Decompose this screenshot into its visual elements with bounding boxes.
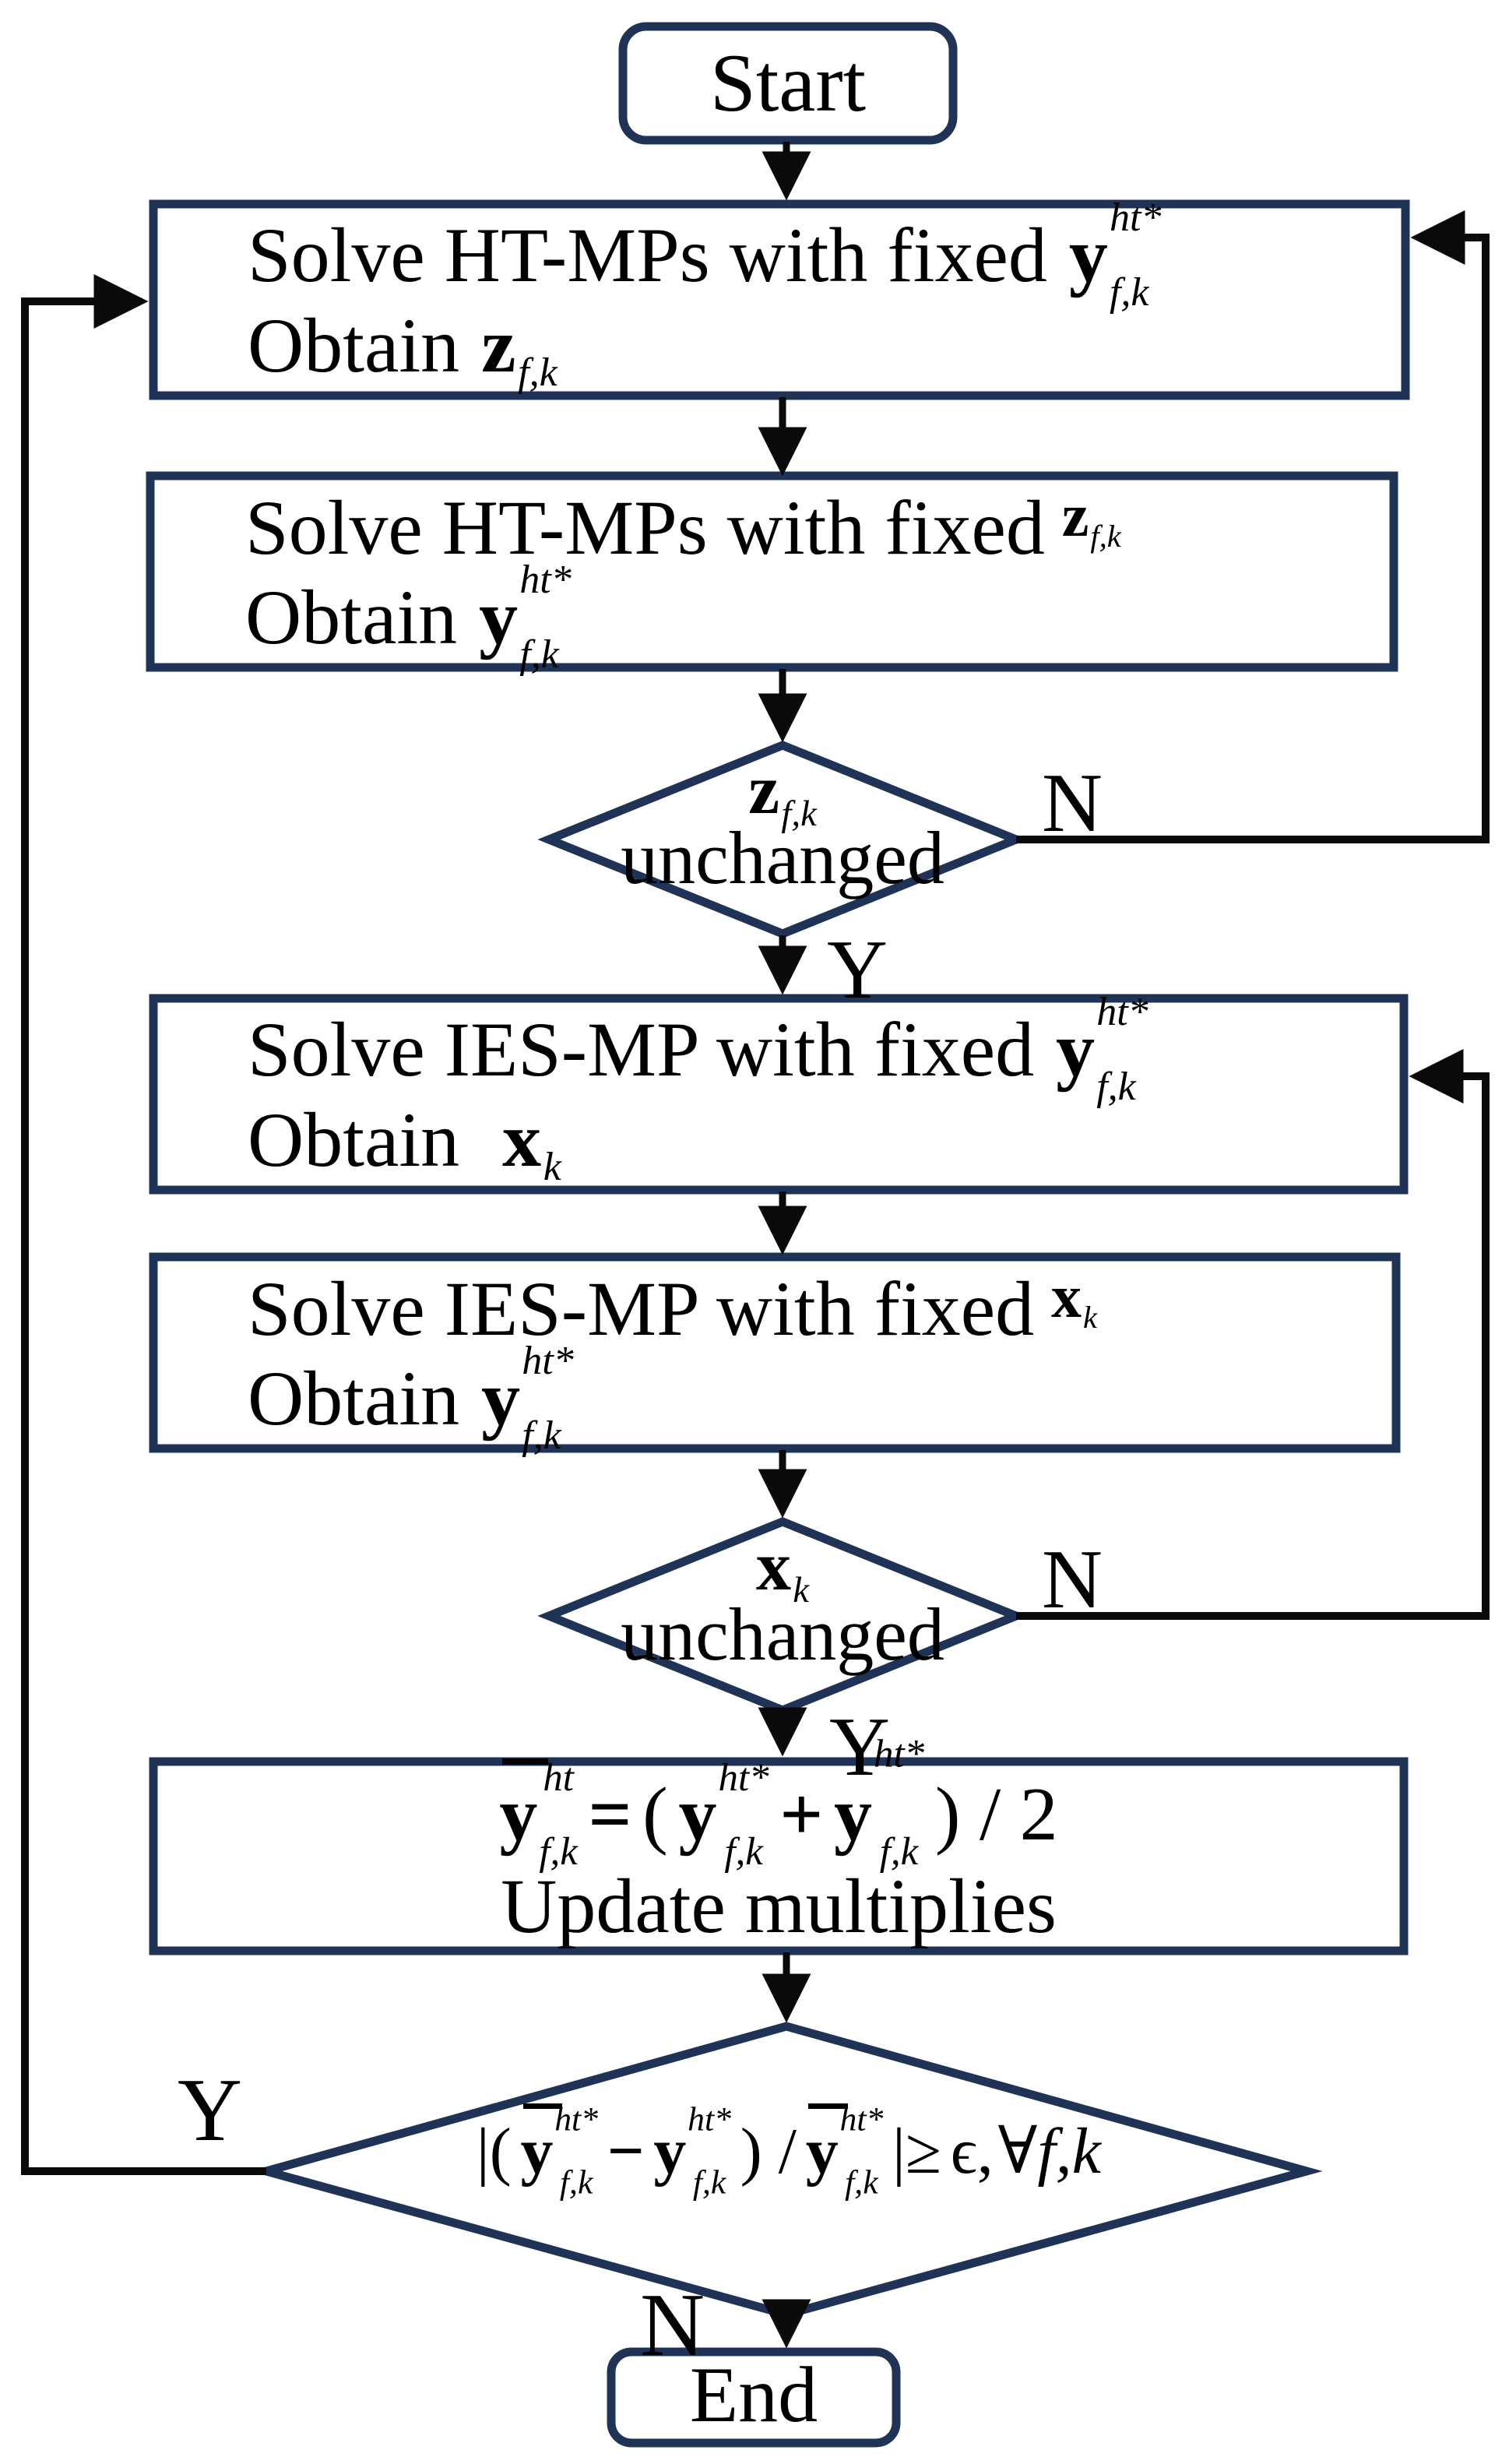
open-paren: ( bbox=[642, 1772, 668, 1857]
d1-condition-term: zf,k bbox=[549, 752, 1016, 835]
d1-yes-label: Y bbox=[827, 924, 888, 1016]
epsilon-symbol: ϵ, bbox=[950, 2115, 994, 2188]
box4-line2-text: Obtain bbox=[248, 1355, 460, 1441]
box1-line1-text: Solve HT-MPs with fixed bbox=[248, 212, 1047, 298]
forall-symbol: ∀ bbox=[997, 2115, 1038, 2188]
decision-diamond-1 bbox=[537, 741, 1028, 938]
math-term-z: zf,k bbox=[481, 302, 558, 396]
math-term-x: xk bbox=[502, 1096, 561, 1190]
process-box-4 bbox=[149, 1252, 1401, 1453]
box1-line2: Obtain zf,k bbox=[248, 302, 558, 396]
d2-no-label: N bbox=[1042, 1533, 1103, 1626]
math-term-x: xk bbox=[1050, 1262, 1097, 1335]
abs-geq-sign: |≥ bbox=[892, 2115, 941, 2188]
abs-open-paren: |( bbox=[476, 2115, 512, 2188]
box3-line2: Obtain xk bbox=[248, 1096, 561, 1190]
d3-yes-label: Y bbox=[178, 2061, 243, 2160]
box3-line2-text: Obtain bbox=[248, 1096, 460, 1183]
minus-sign: − bbox=[607, 2115, 645, 2188]
box2-line2-text: Obtain bbox=[245, 574, 458, 660]
loop-d3-yes-to-box1 bbox=[21, 274, 266, 2175]
end-label: End bbox=[689, 2351, 818, 2439]
box1-line2-text: Obtain bbox=[248, 302, 460, 389]
box4-line1-text: Solve IES-MP with fixed bbox=[248, 1265, 1035, 1352]
forall-indices: f,k bbox=[1037, 2115, 1101, 2188]
math-term-z: zf,k bbox=[748, 752, 817, 835]
d2-yes-label: Y bbox=[829, 1701, 890, 1793]
start-node bbox=[618, 22, 958, 145]
box2-line1: Solve HT-MPs with fixed zf,k bbox=[245, 480, 1121, 572]
plus-sign: + bbox=[779, 1772, 824, 1857]
close-paren-div: ) / bbox=[740, 2115, 797, 2188]
update-box bbox=[149, 1757, 1409, 1955]
update-caption: Update multiplies bbox=[501, 1863, 1057, 1949]
loop-d2-no-to-box3 bbox=[1016, 1049, 1490, 1620]
equals-sign: = bbox=[588, 1772, 632, 1857]
box2-line1-text: Solve HT-MPs with fixed bbox=[245, 484, 1045, 571]
start-label: Start bbox=[709, 37, 867, 128]
math-term-x: xk bbox=[755, 1528, 810, 1611]
d2-condition-term: xk bbox=[549, 1528, 1016, 1611]
d3-no-label: N bbox=[640, 2276, 705, 2374]
d2-condition-label: unchanged bbox=[621, 1593, 944, 1676]
box3-line1-text: Solve IES-MP with fixed bbox=[248, 1006, 1035, 1093]
math-term-z: zf,k bbox=[1061, 480, 1121, 554]
process-box-1 bbox=[149, 199, 1410, 400]
d1-condition-label: unchanged bbox=[621, 816, 944, 899]
process-box-3 bbox=[149, 994, 1409, 1195]
d1-no-label: N bbox=[1042, 757, 1103, 850]
loop-d1-no-to-box1 bbox=[1016, 210, 1490, 843]
close-paren-div-2: ) / 2 bbox=[934, 1772, 1058, 1857]
end-node bbox=[607, 2347, 901, 2448]
